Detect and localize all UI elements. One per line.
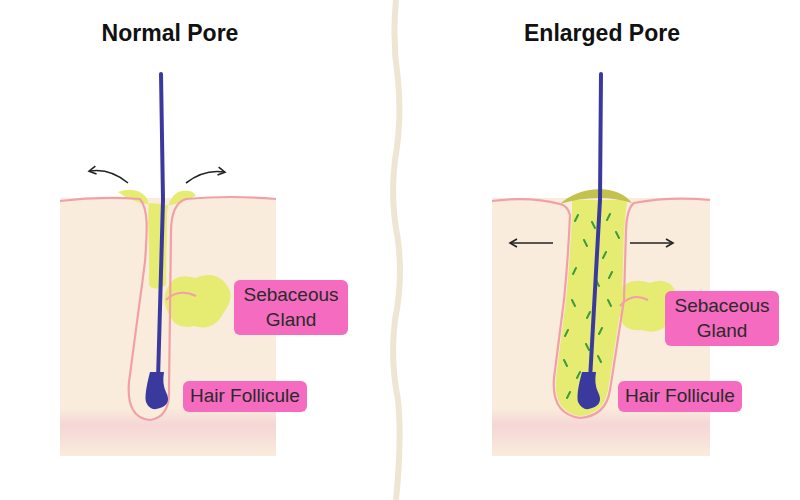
bacterium [603, 252, 606, 258]
flow-arrow [186, 171, 224, 183]
bacterium [587, 312, 590, 318]
bacterium [565, 330, 568, 336]
bacterium [584, 240, 587, 246]
panel-heading: Enlarged Pore [524, 20, 680, 47]
bacterium [572, 300, 575, 306]
bacterium [598, 356, 601, 362]
bacterium [599, 328, 602, 334]
part-name: Hair Follicule [625, 385, 735, 406]
bacterium [564, 360, 567, 366]
label-box: Sebaceous Gland [234, 280, 348, 335]
bacterium [607, 214, 610, 220]
hair-shaft [158, 74, 163, 380]
stretch-arrow [511, 242, 553, 244]
flow-arrow [90, 171, 128, 184]
bacterium [609, 272, 612, 278]
bacterium [567, 392, 570, 398]
hair-bulb [578, 372, 601, 409]
bacterium [577, 372, 580, 378]
bacterium [616, 232, 619, 238]
part-name: Sebaceous Gland [243, 284, 338, 330]
dermis-band [60, 408, 276, 456]
sebaceous-gland [164, 275, 230, 327]
bacterium [592, 222, 595, 228]
label-box: Hair Follicule [183, 381, 307, 412]
stretch-arrow [630, 242, 672, 244]
bacterium [608, 300, 611, 306]
hair-shaft [590, 74, 601, 380]
label-box: Sebaceous Gland [665, 291, 779, 346]
bacterium [586, 344, 589, 350]
bacterium [573, 268, 576, 274]
panel-heading: Normal Pore [102, 20, 239, 47]
clogged-follicle [556, 200, 627, 416]
label-box: Hair Follicule [618, 381, 742, 412]
part-name: Hair Follicule [190, 385, 300, 406]
panel-divider [393, 0, 400, 500]
dermis-band [492, 408, 710, 456]
part-name: Sebaceous Gland [674, 295, 769, 341]
sebum-plug [560, 189, 632, 204]
hair-bulb [146, 372, 169, 409]
bacterium [575, 215, 578, 221]
